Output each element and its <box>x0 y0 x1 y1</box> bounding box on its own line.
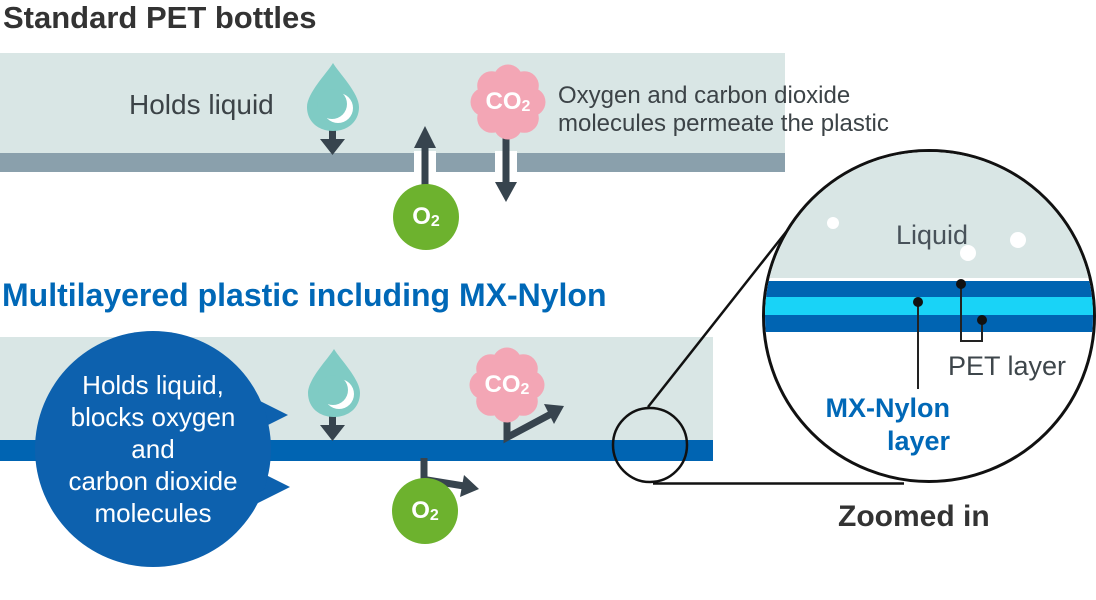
liquid-bubble-icon <box>960 245 976 261</box>
badge-line-3: and <box>131 434 175 464</box>
liquid-label: Liquid <box>895 220 969 250</box>
zoomed-view-circle: Liquid <box>762 149 1096 483</box>
permeate-line-2: molecules permeate the plastic <box>558 110 889 137</box>
zoomed-in-caption: Zoomed in <box>838 500 990 533</box>
zoom-pet-layer-bottom <box>765 315 1093 332</box>
permeate-line-1: Oxygen and carbon dioxide <box>558 82 851 109</box>
multilayer-section-title: Multilayered plastic including MX-Nylon <box>2 277 607 313</box>
badge-line-2: blocks oxygen <box>70 402 236 432</box>
zoom-pet-layer-top <box>765 281 1093 297</box>
pet-layer-label: PET layer <box>948 351 1067 381</box>
badge-line-4: carbon dioxide <box>68 466 238 496</box>
zoom-mx-nylon-layer <box>765 297 1093 315</box>
badge-line-5: molecules <box>94 498 212 528</box>
water-droplet-icon <box>307 63 359 131</box>
water-droplet-icon <box>308 349 360 417</box>
holds-liquid-label: Holds liquid <box>129 89 274 120</box>
blocks-molecules-badge: Holds liquid, blocks oxygen and carbon d… <box>35 331 271 567</box>
standard-panel <box>0 53 785 172</box>
mx-nylon-layer-label: MX-Nylon layer <box>825 393 951 456</box>
standard-section-title: Standard PET bottles <box>3 0 317 35</box>
liquid-bubble-icon <box>827 217 839 229</box>
liquid-bubble-icon <box>1010 232 1026 248</box>
pet-plastic-layer-bar <box>0 153 785 172</box>
permeate-text: Oxygen and carbon dioxide molecules perm… <box>558 82 889 138</box>
zoom-liquid-area <box>765 152 1093 278</box>
badge-line-1: Holds liquid, <box>82 370 224 400</box>
